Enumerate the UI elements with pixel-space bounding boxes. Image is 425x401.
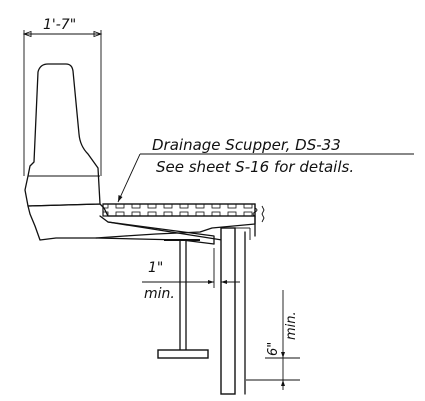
scupper-funnel bbox=[95, 215, 223, 245]
clearance-dimension: 1" min. bbox=[142, 248, 240, 302]
downspout-pipe bbox=[220, 227, 251, 395]
clearance-value: 1" bbox=[148, 260, 163, 276]
depth-min: min. bbox=[284, 311, 299, 340]
scupper-grate bbox=[102, 203, 256, 217]
width-dimension: 1'-7" bbox=[22, 17, 103, 176]
note-line-2: See sheet S-16 for details. bbox=[156, 158, 354, 176]
clearance-min: min. bbox=[144, 286, 175, 302]
depth-value: 6" bbox=[266, 342, 281, 356]
width-dimension-label: 1'-7" bbox=[43, 17, 76, 33]
concrete-barrier bbox=[24, 63, 101, 207]
steel-girder bbox=[157, 239, 209, 359]
scupper-note: Drainage Scupper, DS-33 See sheet S-16 f… bbox=[117, 136, 414, 203]
depth-dimension: 6" min. bbox=[246, 290, 300, 390]
note-line-1: Drainage Scupper, DS-33 bbox=[152, 136, 341, 154]
